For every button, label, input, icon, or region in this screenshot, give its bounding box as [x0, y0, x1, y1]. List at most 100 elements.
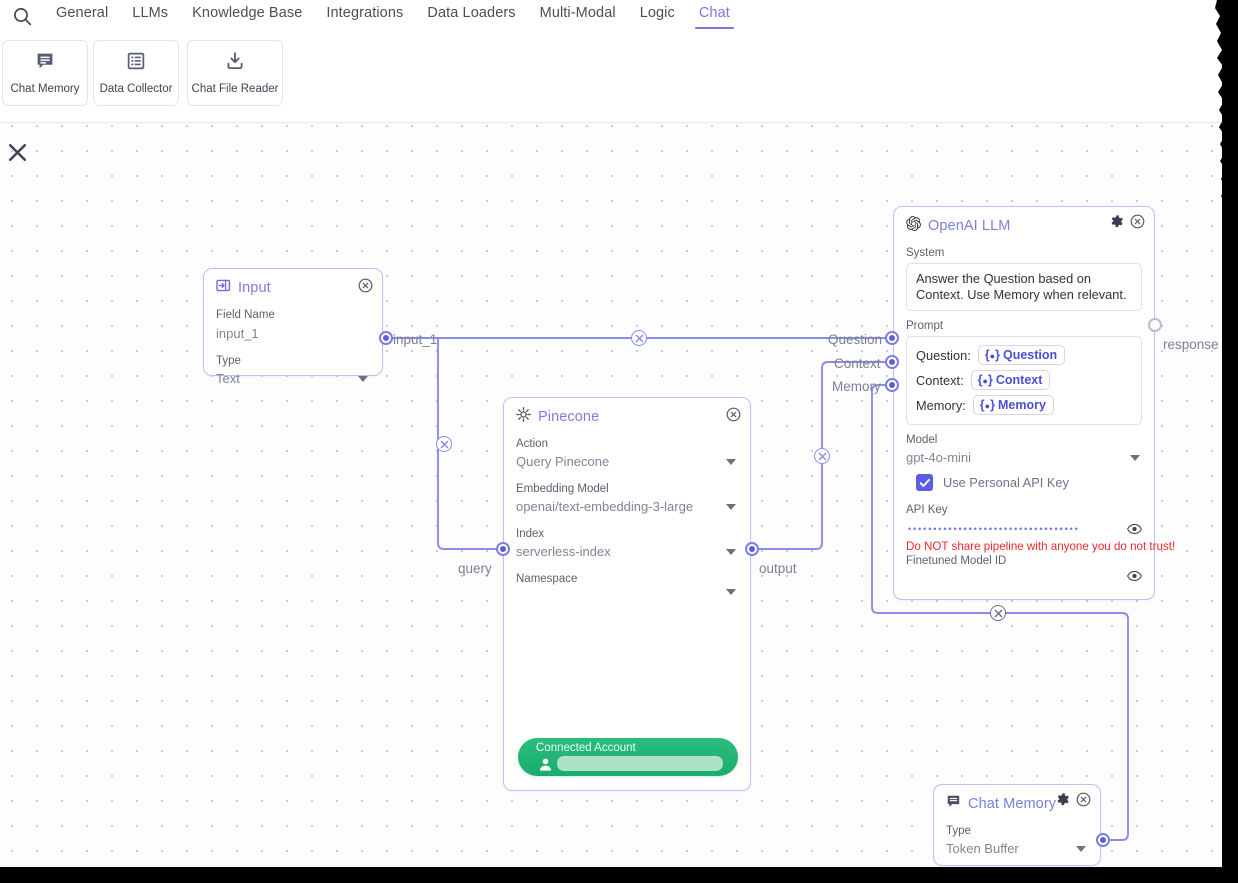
eye-icon[interactable]: [1127, 570, 1142, 582]
handle-label-query: query: [458, 561, 492, 576]
edge-delete-button[interactable]: [814, 448, 830, 464]
gear-icon[interactable]: [1055, 792, 1070, 807]
connected-account-value: [557, 756, 723, 771]
handle-llm-memory[interactable]: [885, 378, 899, 392]
app-window: General LLMs Knowledge Base Integrations…: [0, 0, 1222, 871]
handle-llm-context[interactable]: [885, 355, 899, 369]
edge-delete-button[interactable]: [631, 330, 647, 346]
finetuned-model-id-row[interactable]: [894, 569, 1154, 582]
chip-label: Memory: [997, 398, 1046, 412]
node-palette: Chat Memory Data Collector: [0, 31, 1222, 123]
download-icon: [225, 51, 245, 76]
field-type: Type Token Buffer: [934, 825, 1100, 861]
handle-label-input-1: input_1: [393, 332, 438, 347]
close-circle-icon[interactable]: [726, 407, 741, 422]
edge-delete-button[interactable]: [990, 605, 1006, 621]
palette-card-label: Chat Memory: [10, 83, 80, 95]
chat-memory-type-select[interactable]: Token Buffer: [946, 839, 1088, 861]
brace-icon: {●}: [977, 373, 993, 387]
api-key-warning: Do NOT share pipeline with anyone you do…: [906, 540, 1176, 553]
namespace-select[interactable]: [516, 587, 738, 600]
close-circle-icon[interactable]: [1130, 214, 1145, 229]
brace-icon: {●}: [979, 398, 995, 412]
tab-multi-modal[interactable]: Multi-Modal: [539, 5, 616, 21]
chevron-down-icon[interactable]: [358, 375, 368, 382]
tab-logic[interactable]: Logic: [639, 5, 675, 21]
chevron-down-icon[interactable]: [1076, 845, 1086, 852]
type-select[interactable]: Text: [216, 369, 370, 391]
connected-account-pill[interactable]: Connected Account: [518, 738, 738, 776]
handle-input-output[interactable]: [379, 331, 393, 345]
handle-llm-question[interactable]: [885, 331, 899, 345]
use-personal-api-key-checkbox[interactable]: [916, 474, 933, 491]
chevron-down-icon[interactable]: [726, 503, 736, 510]
tab-knowledge-base[interactable]: Knowledge Base: [192, 5, 303, 21]
node-input[interactable]: Input Field Name input_1 Type: [203, 268, 383, 386]
palette-card-data-collector[interactable]: Data Collector: [93, 40, 179, 106]
index-select[interactable]: serverless-index: [516, 542, 738, 564]
model-select[interactable]: gpt-4o-mini: [906, 448, 1142, 470]
chevron-down-icon[interactable]: [726, 589, 736, 595]
field-label: Prompt: [906, 320, 944, 332]
field-field-name: Field Name input_1: [204, 309, 382, 346]
node-title: Chat Memory: [968, 796, 1057, 812]
api-key-field: API Key: [894, 504, 1154, 516]
tab-general[interactable]: General: [56, 5, 109, 21]
tab-integrations[interactable]: Integrations: [326, 5, 404, 21]
close-circle-icon[interactable]: [358, 278, 373, 293]
top-tab-bar: General LLMs Knowledge Base Integrations…: [0, 0, 1222, 31]
field-label: Index: [516, 528, 545, 540]
handle-label-context: Context: [834, 356, 881, 371]
chevron-down-icon[interactable]: [726, 548, 736, 555]
connected-account-label: Connected Account: [536, 742, 636, 754]
palette-card-chat-memory[interactable]: Chat Memory: [2, 40, 88, 106]
tab-data-loaders[interactable]: Data Loaders: [427, 5, 516, 21]
edge-delete-button[interactable]: [436, 436, 452, 452]
close-circle-icon[interactable]: [1076, 792, 1091, 807]
field-name-input[interactable]: input_1: [216, 326, 259, 341]
select-value: gpt-4o-mini: [906, 450, 972, 465]
chevron-down-icon[interactable]: [726, 458, 736, 465]
prompt-editor[interactable]: Question: {●} Question Context: {●} Cont…: [906, 336, 1142, 425]
palette-card-label: Data Collector: [99, 83, 173, 95]
handle-chat-memory-output[interactable]: [1096, 833, 1110, 847]
close-icon[interactable]: [5, 140, 29, 164]
torn-edge-bottom: [0, 867, 1238, 883]
node-pinecone[interactable]: Pinecone Action Query Pinecone: [503, 397, 751, 791]
node-openai-llm[interactable]: OpenAI LLM: [893, 206, 1176, 600]
chip-label: Context: [995, 373, 1043, 387]
api-key-input[interactable]: ••••••••••••••••••••••••••••••••••: [908, 524, 1080, 534]
chevron-down-icon[interactable]: [1130, 454, 1140, 461]
gear-icon[interactable]: [1109, 214, 1124, 229]
field-type: Type Text: [204, 355, 382, 391]
palette-card-label: Chat File Reader: [191, 83, 279, 95]
field-label: Model: [906, 434, 938, 446]
api-key-row[interactable]: ••••••••••••••••••••••••••••••••••: [894, 518, 1154, 536]
eye-icon[interactable]: [1127, 523, 1142, 535]
table-grid-icon: [126, 51, 146, 76]
variable-chip-memory[interactable]: {●} Memory: [972, 395, 1054, 415]
field-embedding-model: Embedding Model openai/text-embedding-3-…: [504, 483, 750, 519]
variable-chip-context[interactable]: {●} Context: [970, 370, 1051, 390]
handle-pinecone-output[interactable]: [745, 542, 759, 556]
use-personal-api-key-label: Use Personal API Key: [943, 475, 1069, 490]
tab-llms[interactable]: LLMs: [132, 5, 169, 21]
pipeline-canvas[interactable]: Input Field Name input_1 Type: [0, 123, 1222, 871]
variable-chip-question[interactable]: {●} Question: [977, 345, 1066, 365]
handle-llm-response[interactable]: [1148, 318, 1162, 332]
openai-icon: [906, 216, 921, 236]
handle-label-question: Question: [828, 332, 883, 347]
palette-card-chat-file-reader[interactable]: Chat File Reader: [187, 40, 283, 106]
prompt-row-question: Question: {●} Question: [916, 345, 1132, 365]
search-icon[interactable]: [11, 5, 33, 27]
system-textarea[interactable]: Answer the Question based on Context. Us…: [906, 263, 1142, 311]
tab-chat[interactable]: Chat: [687, 0, 742, 31]
use-personal-api-key-row[interactable]: Use Personal API Key: [894, 470, 1154, 491]
handle-pinecone-query[interactable]: [496, 542, 510, 556]
chat-bubble-icon: [946, 794, 961, 814]
brace-icon: {●}: [984, 348, 1000, 362]
action-select[interactable]: Query Pinecone: [516, 452, 738, 474]
embedding-model-select[interactable]: openai/text-embedding-3-large: [516, 497, 738, 519]
node-chat-memory[interactable]: Chat Memory: [933, 784, 1101, 866]
node-header: OpenAI LLM: [894, 207, 1154, 238]
